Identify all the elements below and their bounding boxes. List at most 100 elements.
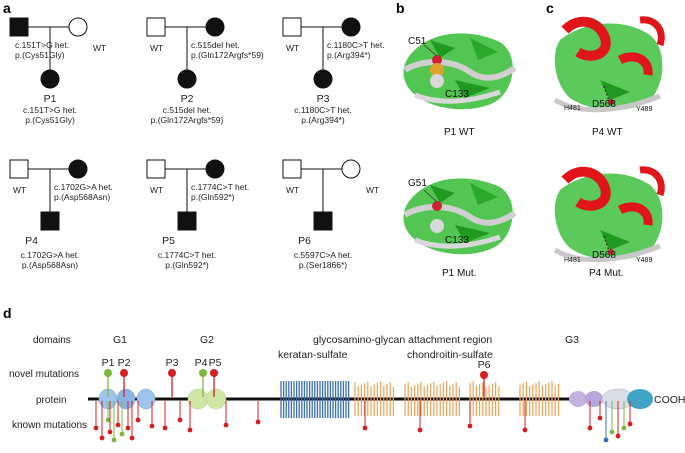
pedigree-child: [40, 69, 60, 89]
mother-label: c.1702G>A het.p.(Asp568Asn): [54, 182, 113, 202]
known-mutation-head: [129, 435, 135, 441]
row-label-known: known mutations: [12, 420, 87, 431]
structure-p4-mut: H481 D568 Y489 P4 Mut.: [553, 166, 665, 279]
pedigree-mother: [68, 17, 88, 37]
domain-g2-label: G2: [200, 334, 214, 346]
row-label-novel: novel mutations: [9, 369, 79, 380]
novel-mutation-head: [210, 369, 218, 377]
known-mutation-head: [111, 437, 117, 443]
father-label: WT: [13, 185, 26, 195]
known-mutation-head: [609, 429, 615, 435]
row-label-protein: protein: [36, 395, 67, 406]
pedigree-father: [146, 159, 166, 179]
c-top-res-h: H481: [564, 105, 581, 112]
child-name: P1: [44, 93, 57, 105]
g2-domain-lobe: [205, 388, 227, 410]
father-label: WT: [150, 43, 163, 53]
known-mutation-head: [115, 422, 121, 428]
pedigree-mother: [68, 159, 88, 179]
known-mutation-head: [627, 421, 633, 427]
mother-label: WT: [366, 185, 379, 195]
pedigree-mother: [205, 159, 225, 179]
father-label: WT: [286, 43, 299, 53]
b-bottom-res2: C133: [445, 235, 469, 246]
novel-mutation-label: P1: [102, 357, 115, 369]
panel-label-a: a: [3, 0, 11, 16]
b-top-caption: P1 WT: [444, 127, 475, 138]
c-bottom-res-h: H481: [564, 257, 581, 264]
known-mutation-head: [177, 417, 183, 423]
father-label: WT: [286, 185, 299, 195]
b-top-res2: C133: [445, 89, 469, 100]
novel-mutation-head: [120, 369, 128, 377]
g3-lobe-1: [569, 391, 587, 407]
pedigree-father: [146, 17, 166, 37]
child-name: P5: [162, 235, 175, 247]
known-mutation-head: [223, 422, 229, 428]
father-label: WT: [150, 185, 163, 195]
domain-gag-label: glycosamino-glycan attachment region: [313, 334, 492, 346]
domain-g3-label: G3: [565, 334, 579, 346]
row-label-domains: domains: [33, 335, 71, 346]
child-label: c.1702G>A het.p.(Asp568Asn): [21, 250, 80, 270]
keratan-label: keratan-sulfate: [278, 349, 348, 361]
pedigree-p6: WT WT P6 c.5597C>A het.p.(Ser1866*): [282, 159, 379, 270]
known-mutation-head: [105, 417, 111, 423]
known-mutation-head: [603, 437, 609, 443]
pedigree-child: [177, 211, 197, 231]
panel-label-b: b: [396, 0, 405, 16]
known-mutation-head: [187, 427, 193, 433]
novel-mutation-label: P3: [166, 357, 179, 369]
pedigree-father: [282, 159, 302, 179]
known-mutation-head: [362, 425, 368, 431]
child-name: P6: [298, 235, 311, 247]
b-bottom-caption: P1 Mut.: [442, 268, 476, 279]
mother-label: c.1774C>T het.p.(Gln592*): [191, 182, 249, 202]
structure-p4-wt: H481 D568 Y489 P4 WT: [553, 16, 665, 138]
mother-label: c.1180C>T het.p.(Arg394*): [327, 40, 385, 60]
child-name: P2: [181, 93, 194, 105]
novel-mutation-label: P4: [195, 357, 208, 369]
pedigree-p4: WT c.1702G>A het.p.(Asp568Asn) P4 c.1702G>A…: [9, 159, 113, 270]
c-bottom-res-y: Y489: [636, 257, 652, 264]
child-label: c.151T>G het.p.(Cys51Gly): [23, 105, 77, 125]
child-label: c.5597C>A het.p.(Ser1866*): [294, 250, 352, 270]
domain-g1-label: G1: [113, 334, 127, 346]
known-mutation-head: [587, 425, 593, 431]
b-top-res1: C51: [408, 36, 427, 47]
pedigree-child: [313, 69, 333, 89]
child-name: P3: [317, 93, 330, 105]
known-mutation-head: [107, 429, 113, 435]
cooh-label: COOH: [654, 394, 685, 406]
known-mutation-head: [99, 435, 105, 441]
pedigree-child: [313, 211, 333, 231]
child-label: c.1180C>T het.p.(Arg394*): [294, 105, 352, 125]
known-mutation-head: [149, 423, 155, 429]
structure-p1-mut: G51 C133 P1 Mut.: [403, 178, 517, 279]
pedigree-father: [282, 17, 302, 37]
structure-p1-wt: C51 C133 P1 WT: [400, 18, 525, 138]
mother-label: WT: [93, 43, 106, 53]
g2-domain-lobe: [187, 388, 209, 410]
panel-label-c: c: [546, 0, 554, 16]
c-top-res-y: Y489: [636, 106, 652, 113]
pedigree-child: [40, 211, 60, 231]
known-mutation-head: [522, 427, 528, 433]
novel-mutation-label: P5: [209, 357, 222, 369]
c-bottom-caption: P4 Mut.: [589, 268, 623, 279]
g1-domain-lobe: [136, 388, 156, 410]
novel-mutation-label: P6: [478, 359, 491, 371]
novel-mutation-head: [199, 369, 207, 377]
pedigree-mother: [341, 159, 361, 179]
g3-lobe-4: [627, 389, 653, 409]
known-mutation-head: [621, 425, 627, 431]
known-mutation-head: [119, 431, 125, 437]
child-name: P4: [25, 235, 38, 247]
pedigree-child: [177, 69, 197, 89]
pedigree-mother: [205, 17, 225, 37]
